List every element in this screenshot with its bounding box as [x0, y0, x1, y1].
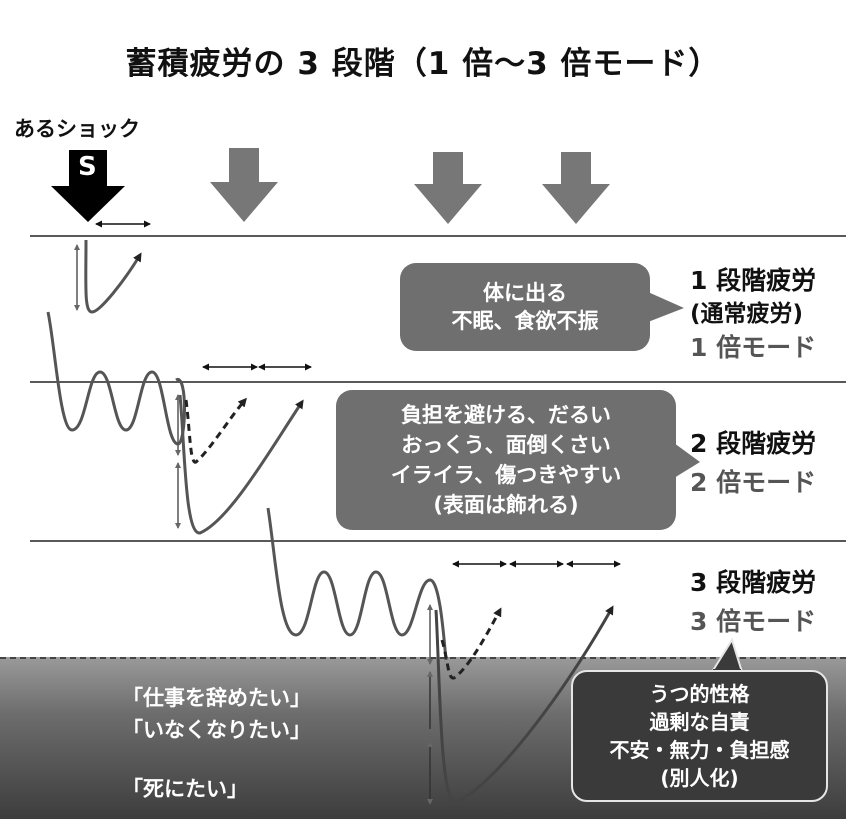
stage3-symptom-bubble: うつ的性格 過剰な自責 不安・無力・負担感 (別人化)	[571, 670, 828, 802]
bubble-line: (表面は飾れる)	[433, 493, 579, 517]
bubble-line: おっくう、面倒くさい	[401, 433, 611, 457]
shock-arrow-icon	[51, 150, 125, 222]
stress-arrow-icon	[542, 152, 610, 224]
bubble-line: イライラ、傷つきやすい	[390, 463, 622, 487]
stage2-recovery-attempt	[184, 397, 247, 464]
page-title: 蓄積疲労の 3 段階（1 倍〜3 倍モード）	[125, 46, 721, 82]
stress-arrow-icon	[414, 152, 482, 224]
bubble-line: 不眠、食欲不振	[451, 309, 599, 333]
stage2-title: 2 段階疲労	[690, 429, 817, 458]
stage2-oscillation	[46, 311, 186, 446]
stage1-subtitle: (通常疲労)	[690, 301, 804, 327]
bubble-line: 不安・無力・負担感	[609, 738, 790, 762]
stress-arrow-icon	[210, 148, 278, 222]
bubble-line: (別人化)	[660, 766, 739, 790]
shock-label: あるショック	[14, 117, 140, 141]
stage3-mode: 3 倍モード	[690, 607, 817, 636]
stage2-symptom-bubble: 負担を避ける、だるい おっくう、面倒くさい イライラ、傷つきやすい (表面は飾れ…	[336, 390, 676, 530]
stage2-mode: 2 倍モード	[690, 468, 817, 497]
quote-line: 「死にたい」	[122, 777, 248, 801]
quote-line: 「仕事を辞めたい」	[122, 686, 311, 710]
quote-line: 「いなくなりたい」	[122, 718, 311, 742]
bubble3-tail	[710, 637, 744, 673]
stage1-curve	[84, 239, 142, 314]
bubble-line: 負担を避ける、だるい	[401, 403, 611, 427]
bubble-line: 過剰な自責	[649, 710, 750, 734]
stage3-oscillation	[266, 507, 448, 661]
bubble1-tail	[648, 292, 684, 322]
stage1-title: 1 段階疲労	[690, 266, 817, 295]
bubble-line: 体に出る	[483, 281, 567, 305]
bubble-line: うつ的性格	[649, 682, 750, 706]
stage2-fall-curve	[178, 394, 304, 535]
stage3-title: 3 段階疲労	[690, 568, 817, 597]
stage1-symptom-bubble: 体に出る 不眠、食欲不振	[400, 263, 650, 351]
danger-zone-border	[0, 657, 846, 659]
bubble2-tail	[674, 443, 700, 478]
shock-arrow-letter: S	[78, 152, 97, 182]
stage3-fall-curve	[434, 605, 614, 804]
stage3-recovery-attempt	[440, 607, 502, 680]
stage1-mode: 1 倍モード	[690, 333, 817, 362]
